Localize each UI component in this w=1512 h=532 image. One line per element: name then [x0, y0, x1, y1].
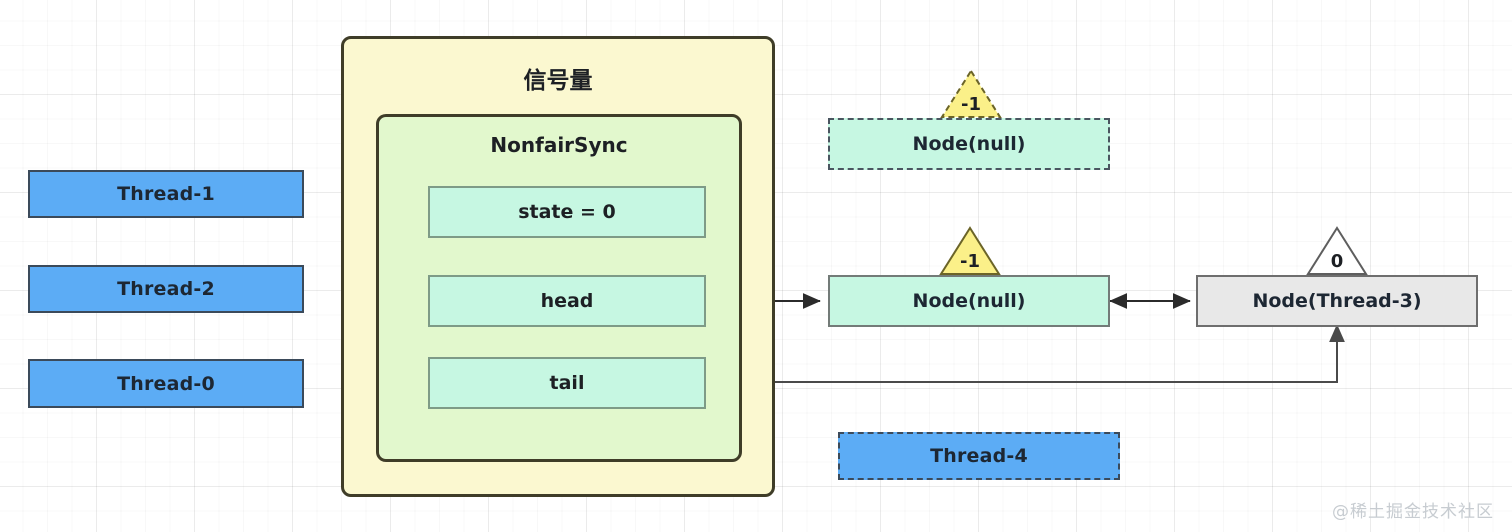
thread-label: Thread-0 [117, 372, 215, 395]
queue-node-label: Node(Thread-3) [1252, 290, 1422, 312]
connector-tail-to-node3 [713, 324, 1345, 390]
waitstatus-triangle-thread3: 0 [1306, 226, 1368, 276]
queue-node-null-detached: Node(null) [828, 118, 1110, 170]
watermark: @稀土掘金技术社区 [1332, 502, 1494, 522]
queue-node-null-head: Node(null) [828, 275, 1110, 327]
waitstatus-triangle-head: -1 [939, 226, 1001, 276]
queue-node-label: Node(null) [912, 133, 1026, 155]
queue-node-label: Node(null) [912, 290, 1026, 312]
head-field-label: head [540, 290, 594, 312]
thread-box-1[interactable]: Thread-1 [28, 170, 304, 218]
nonfairsync-title: NonfairSync [490, 133, 628, 157]
thread-label: Thread-1 [117, 183, 215, 205]
queue-node-thread-3: Node(Thread-3) [1196, 275, 1478, 327]
thread-box-0[interactable]: Thread-0 [28, 359, 304, 408]
state-field-label: state = 0 [518, 201, 616, 223]
thread-box-4-waiting[interactable]: Thread-4 [838, 432, 1120, 480]
head-field: head [428, 275, 706, 327]
waitstatus-triangle-detached: -1 [940, 69, 1002, 119]
state-field: state = 0 [428, 186, 706, 238]
tail-field: tail [428, 357, 706, 409]
thread-label: Thread-4 [930, 445, 1028, 467]
semaphore-title: 信号量 [523, 68, 593, 94]
thread-label: Thread-2 [117, 278, 215, 300]
thread-box-2[interactable]: Thread-2 [28, 265, 304, 313]
tail-field-label: tail [549, 372, 585, 394]
